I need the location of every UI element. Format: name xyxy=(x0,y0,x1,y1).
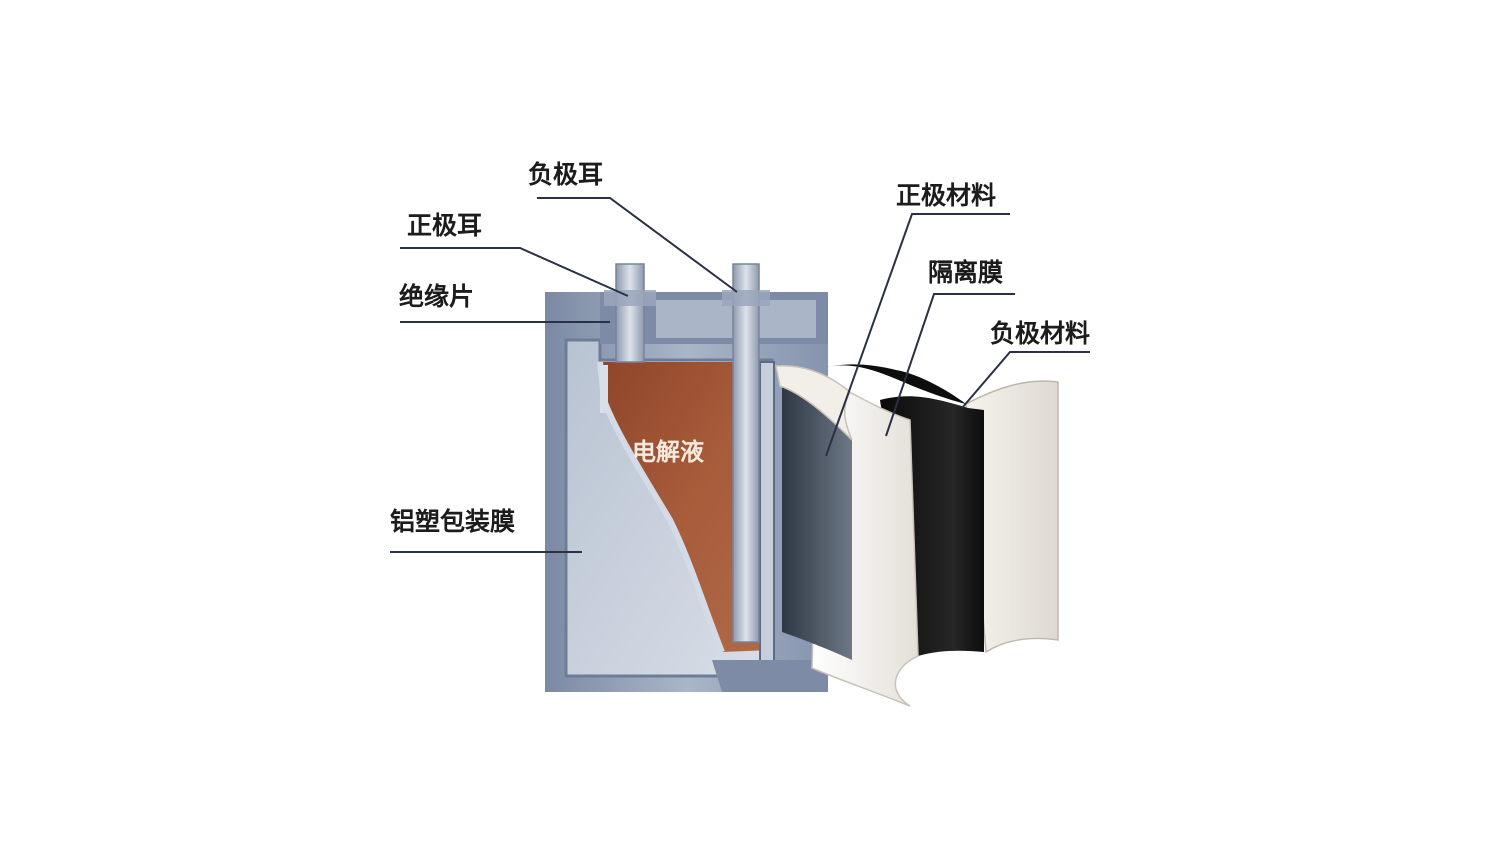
leader-lines xyxy=(390,197,1090,553)
separator-top-fold xyxy=(824,364,966,404)
positive-tab-insulator xyxy=(604,290,656,306)
negative-tab xyxy=(732,263,760,643)
leader-negative-tab xyxy=(537,197,738,293)
label-negative-material: 负极材料 xyxy=(990,319,1091,348)
label-separator: 隔离膜 xyxy=(928,258,1004,287)
label-aluminum-plastic-film: 铝塑包装膜 xyxy=(390,507,516,536)
inner-film-strip xyxy=(759,361,775,663)
leader-separator xyxy=(885,293,1015,437)
positive-material-sheet xyxy=(782,386,852,660)
label-negative-tab: 负极耳 xyxy=(528,160,604,189)
negative-tab-insulator xyxy=(722,290,770,306)
positive-tab xyxy=(615,263,645,363)
leader-negative-material xyxy=(961,351,1090,409)
label-electrolyte: 电解液 xyxy=(632,438,704,466)
label-positive-tab: 正极耳 xyxy=(407,211,483,240)
leader-positive-tab xyxy=(400,247,629,297)
sheet-fold-front xyxy=(775,364,853,441)
inner-film-strip-2 xyxy=(600,365,608,413)
electrolyte-edge xyxy=(597,361,725,654)
bottom-seal xyxy=(712,660,828,692)
electrolyte-region xyxy=(600,362,772,652)
back-sheet xyxy=(965,380,1059,654)
label-insulator: 绝缘片 xyxy=(399,282,475,311)
leader-positive-material xyxy=(825,213,1010,457)
label-positive-material: 正极材料 xyxy=(896,181,997,210)
